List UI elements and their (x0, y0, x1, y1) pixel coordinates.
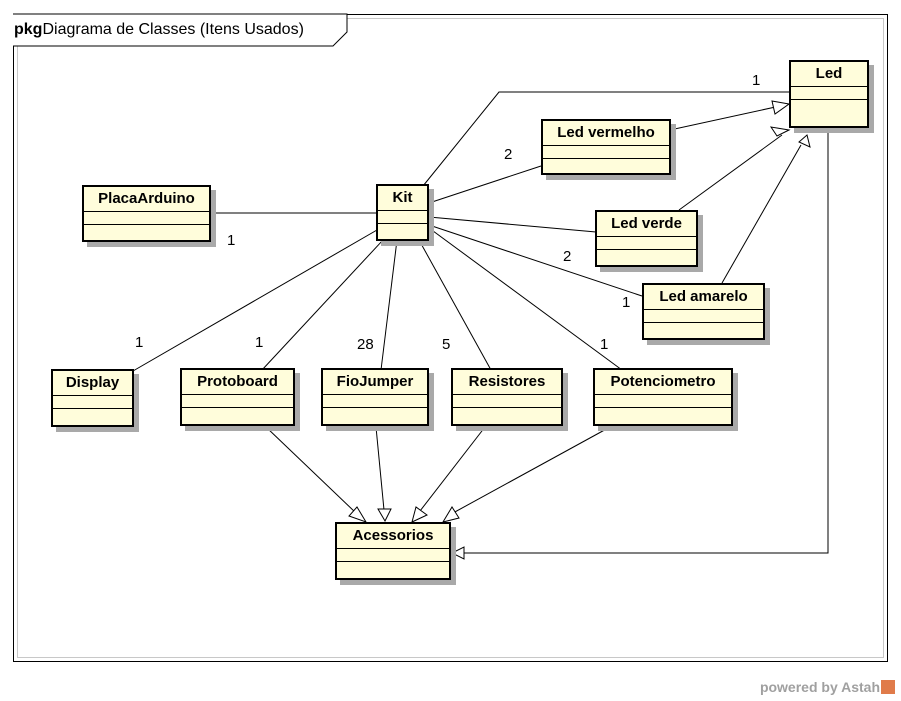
class-name: Led verde (597, 212, 696, 237)
class-led[interactable]: Led (789, 60, 869, 128)
attributes-section (84, 212, 209, 225)
class-name: Potenciometro (595, 370, 731, 395)
multiplicity-kit-led-amarelo-b: 1 (622, 294, 631, 311)
attributes-section (595, 395, 731, 408)
class-resistores[interactable]: Resistores (451, 368, 563, 426)
arrowhead-protoboard (348, 506, 368, 523)
operations-section (53, 409, 132, 421)
gen-resistores-to-acessorios (419, 426, 486, 512)
class-led-vermelho[interactable]: Led vermelho (541, 119, 671, 175)
astah-watermark: powered by Astah (760, 679, 895, 695)
arrowhead-fio-jumper (377, 508, 392, 523)
class-name: Resistores (453, 370, 561, 395)
class-name: FioJumper (323, 370, 427, 395)
operations-section (597, 250, 696, 262)
multiplicity-kit-led-amarelo-a: 2 (563, 248, 572, 265)
arrowhead-potenciometro (441, 506, 460, 523)
arrowhead-led-amarelo (798, 134, 811, 148)
class-led-verde[interactable]: Led verde (595, 210, 698, 267)
gen-potenciometro-to-acessorios (452, 426, 611, 514)
operations-section (337, 562, 449, 574)
operations-section (378, 224, 427, 236)
gen-led-amarelo-to-led (721, 144, 802, 284)
gen-fio-jumper-to-acessorios (375, 426, 385, 511)
assoc-kit-protoboard (261, 239, 384, 371)
class-name: PlacaArduino (84, 187, 209, 212)
gen-led-to-acessorios (464, 128, 829, 554)
arrowhead-resistores (411, 506, 428, 523)
class-led-amarelo[interactable]: Led amarelo (642, 283, 765, 340)
class-placa-arduino[interactable]: PlacaArduino (82, 185, 211, 242)
attributes-section (53, 396, 132, 409)
attributes-section (543, 146, 669, 159)
arrowhead-led (450, 546, 465, 560)
package-tab-outline (13, 13, 348, 47)
class-name: Protoboard (182, 370, 293, 395)
class-display[interactable]: Display (51, 369, 134, 427)
operations-section (644, 323, 763, 335)
assoc-kit-potenciometro (428, 227, 623, 371)
class-fio-jumper[interactable]: FioJumper (321, 368, 429, 426)
class-protoboard[interactable]: Protoboard (180, 368, 295, 426)
gen-protoboard-to-acessorios (265, 426, 357, 514)
attributes-section (644, 310, 763, 323)
package-name: Diagrama de Classes (Itens Usados) (42, 21, 304, 38)
multiplicity-kit-placa-arduino: 1 (227, 232, 236, 249)
multiplicity-kit-led: 1 (752, 72, 761, 89)
gen-led-verde-to-led (678, 134, 783, 211)
class-name: Led amarelo (644, 285, 763, 310)
package-title: pkgDiagrama de Classes (Itens Usados) (14, 21, 304, 39)
class-name: Led vermelho (543, 121, 669, 146)
assoc-kit-display (132, 229, 378, 372)
attributes-section (791, 87, 867, 100)
attributes-section (597, 237, 696, 250)
multiplicity-kit-resistores: 5 (442, 336, 451, 353)
footer-text: powered by Astah (759, 679, 880, 695)
attributes-section (182, 395, 293, 408)
class-name: Led (791, 62, 867, 87)
gen-led-vermelho-to-led (669, 105, 781, 131)
operations-section (595, 408, 731, 420)
operations-section (453, 408, 561, 420)
multiplicity-kit-potenciometro: 1 (600, 336, 609, 353)
arrowhead-led-vermelho (771, 100, 791, 115)
class-name: Kit (378, 186, 427, 211)
multiplicity-kit-fio-jumper: 28 (357, 336, 374, 353)
assoc-kit-led-amarelo (428, 224, 643, 297)
multiplicity-kit-protoboard: 1 (255, 334, 264, 351)
class-acessorios[interactable]: Acessorios (335, 522, 451, 580)
attributes-section (453, 395, 561, 408)
operations-section (84, 225, 209, 237)
assoc-kit-led-verde (428, 216, 597, 233)
multiplicity-kit-display: 1 (135, 334, 144, 351)
class-name: Acessorios (337, 524, 449, 549)
assoc-kit-led-vermelho (428, 165, 542, 204)
astah-logo-icon (881, 680, 895, 694)
package-keyword: pkg (14, 21, 43, 38)
operations-section (182, 408, 293, 420)
assoc-kit-fio-jumper (380, 239, 398, 371)
arrowhead-led-verde (769, 126, 791, 137)
class-kit[interactable]: Kit (376, 184, 429, 241)
operations-section (791, 100, 867, 112)
class-potenciometro[interactable]: Potenciometro (593, 368, 733, 426)
multiplicity-kit-led-vermelho: 2 (504, 146, 513, 163)
package-frame-inner-border (17, 18, 884, 658)
attributes-section (323, 395, 427, 408)
attributes-section (378, 211, 427, 224)
class-name: Display (53, 371, 132, 396)
assoc-kit-resistores (418, 239, 492, 371)
operations-section (543, 159, 669, 171)
assoc-kit-led (422, 91, 790, 187)
operations-section (323, 408, 427, 420)
attributes-section (337, 549, 449, 562)
